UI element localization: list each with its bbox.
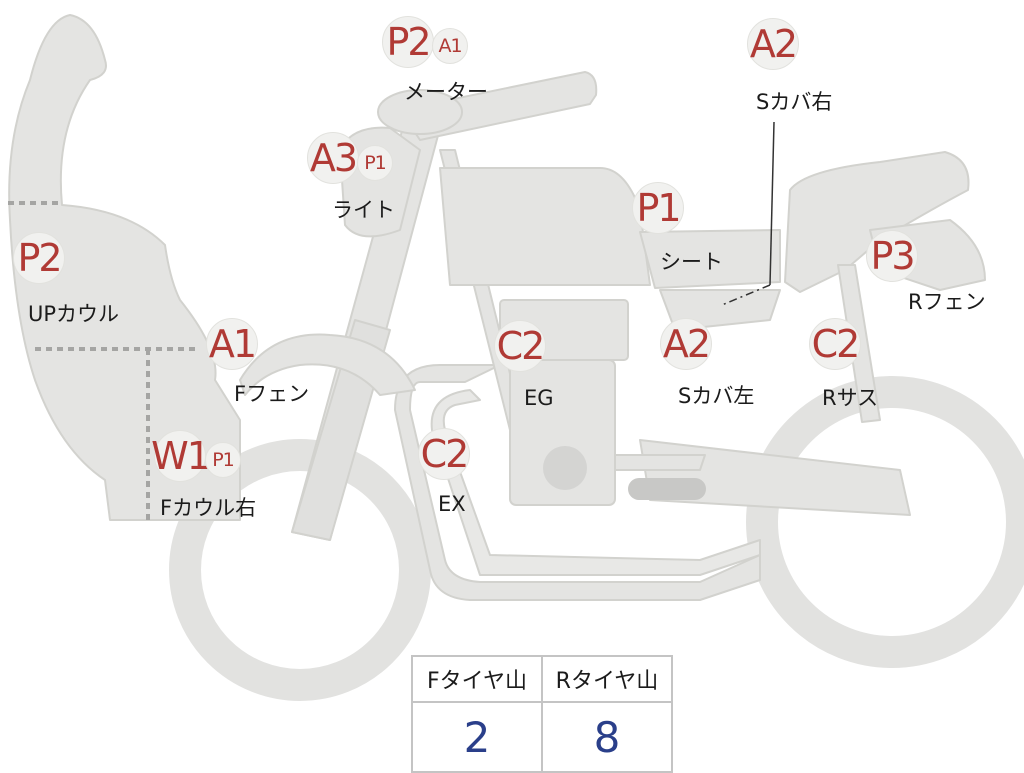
damage-code-badge-small: A1 xyxy=(432,28,468,64)
part-label: Sカバ右 xyxy=(756,90,833,114)
tire-tread-table: Fタイヤ山 Rタイヤ山 2 8 xyxy=(411,655,673,773)
rear-tire-value: 8 xyxy=(541,701,673,773)
damage-code-badge: C2 xyxy=(809,318,861,370)
front-fender xyxy=(239,333,416,396)
front-wheel xyxy=(169,439,431,701)
part-label: Rサス xyxy=(822,386,879,410)
fuel-tank xyxy=(439,167,651,286)
damage-code-badge: A1 xyxy=(206,318,258,370)
part-label: EX xyxy=(438,492,466,516)
damage-code-badge: A2 xyxy=(660,318,712,370)
front-tire-value: 2 xyxy=(411,701,543,773)
rear-wheel xyxy=(746,376,1024,668)
damage-code-badge: P2 xyxy=(382,16,434,68)
part-label: EG xyxy=(524,386,554,410)
seat xyxy=(639,229,781,289)
table-row: 2 8 xyxy=(411,701,673,773)
part-label: Fフェン xyxy=(234,382,310,406)
damage-code-badge-small: P1 xyxy=(205,442,241,478)
part-label: シート xyxy=(660,250,723,274)
part-label: Fカウル右 xyxy=(160,496,257,520)
damage-code-badge-small: P1 xyxy=(357,145,393,181)
table-header-row: Fタイヤ山 Rタイヤ山 xyxy=(411,655,673,703)
rear-tire-header: Rタイヤ山 xyxy=(541,655,673,703)
part-label: Sカバ左 xyxy=(678,384,755,408)
front-tire-header: Fタイヤ山 xyxy=(411,655,543,703)
damage-code-badge: A2 xyxy=(747,18,799,70)
part-label: メーター xyxy=(404,80,488,104)
damage-code-badge: P2 xyxy=(13,232,65,284)
damage-code-badge: P1 xyxy=(632,182,684,234)
damage-code-badge: P3 xyxy=(866,230,918,282)
damage-code-badge: C2 xyxy=(494,320,546,372)
part-label: UPカウル xyxy=(28,302,120,326)
part-label: Rフェン xyxy=(908,290,986,314)
damage-code-badge: W1 xyxy=(151,430,211,482)
part-label: ライト xyxy=(332,198,395,222)
meter-housing xyxy=(377,89,463,135)
damage-code-badge: A3 xyxy=(307,132,359,184)
damage-code-badge: C2 xyxy=(418,428,470,480)
